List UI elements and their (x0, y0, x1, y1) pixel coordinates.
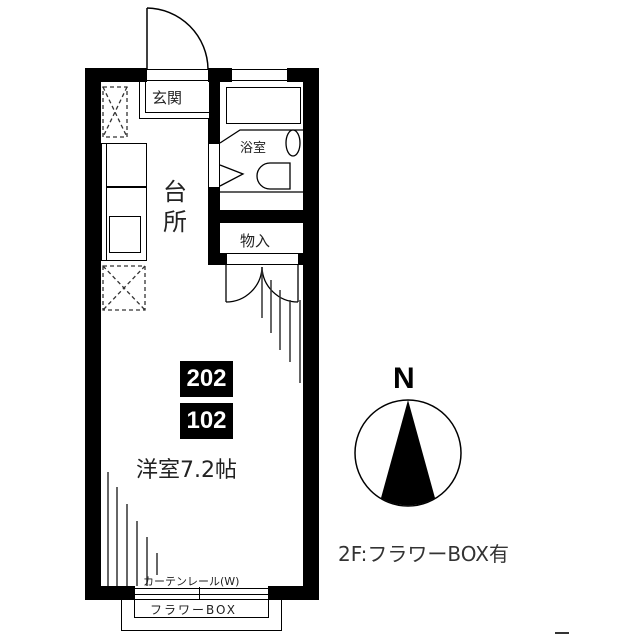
wall-storage-bottom-right (298, 253, 319, 265)
curtain-rail-label: カーテンレール(W) (143, 575, 240, 588)
compass-north-label: N (393, 362, 415, 395)
curtain-rail-marker (199, 587, 200, 599)
entrance-label: 玄関 (152, 89, 183, 107)
entrance-step (145, 82, 209, 113)
kitchen-label-2: 所 (163, 208, 187, 236)
wall-bath-left-upper (208, 68, 220, 144)
flower-box-label: フラワーBOX (150, 603, 237, 617)
window-line (134, 594, 269, 595)
counter-inner-line (106, 143, 107, 261)
wall-bottom-right (268, 586, 319, 600)
storage-threshold (226, 253, 299, 265)
wall-storage-bottom-left (208, 253, 226, 265)
bathroom-label: 浴室 (240, 141, 267, 156)
western-room-label: 洋室7.2帖 (136, 458, 237, 483)
unit-number-202: 202 (180, 361, 233, 397)
wall-right (303, 68, 319, 600)
stove (109, 216, 141, 253)
unit-number-102: 102 (180, 403, 233, 439)
storage-label: 物入 (240, 232, 271, 250)
kitchen-label-1: 台 (163, 178, 187, 206)
dash-mark (555, 632, 569, 634)
flower-box (134, 599, 269, 618)
wall-bottom-left (85, 586, 135, 600)
bathtub (226, 87, 301, 124)
wall-bath-storage (208, 210, 319, 223)
wall-left (85, 68, 101, 600)
wall-bath-left-lower (208, 187, 220, 265)
flower-box-note: 2F:フラワーBOX有 (338, 542, 509, 566)
counter-divider (106, 186, 146, 188)
